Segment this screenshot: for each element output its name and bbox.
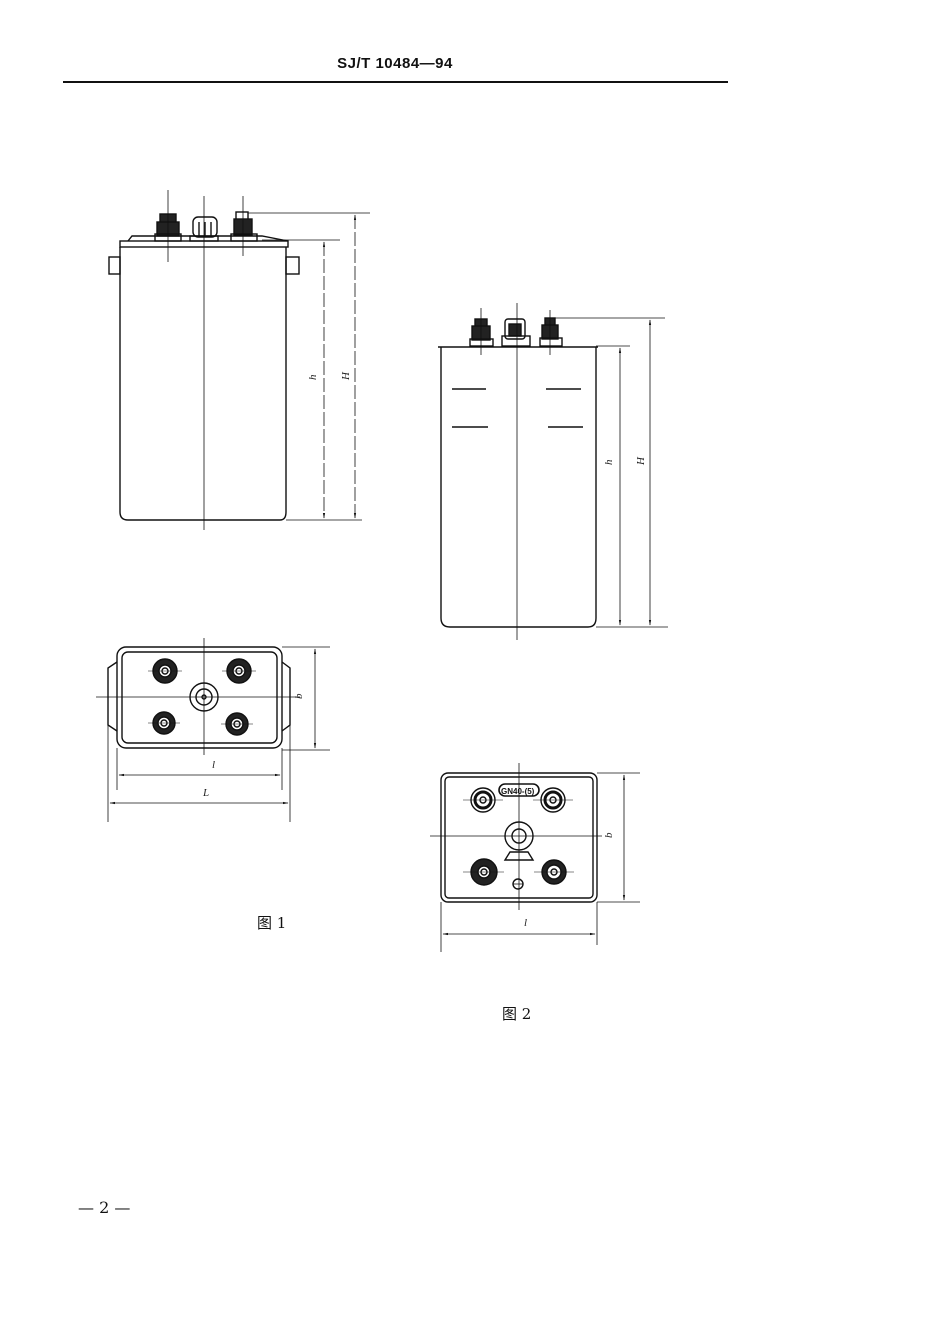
fig2-front-view (438, 303, 668, 640)
dim-L-label: L (202, 787, 209, 799)
terminal-right (539, 317, 563, 347)
dim-h-label: h (307, 374, 319, 380)
terminal-top-right (226, 658, 252, 684)
fig2-top-view (430, 763, 640, 952)
page-number: — 2 — (78, 1198, 131, 1217)
dim-H-label: H (340, 371, 352, 381)
standard-code: SJ/T 10484—94 (337, 55, 453, 72)
vent-cap (501, 318, 531, 347)
figure-2-caption: 图 2 (502, 1005, 532, 1023)
polarity-mark (512, 878, 524, 890)
dim-l-label: l (212, 759, 215, 771)
dim-b-label: b (603, 832, 615, 838)
terminal-left (469, 318, 494, 347)
figure-1-caption: 图 1 (257, 914, 287, 932)
dim-h-label: h (603, 459, 615, 465)
dim-H-label: H (635, 456, 647, 466)
fig1-front-view (108, 190, 370, 530)
terminal-bottom-left (152, 711, 176, 735)
model-marking: GN40-(5) (501, 787, 535, 796)
dim-l-label: l (524, 917, 527, 929)
header-rule (63, 81, 728, 83)
dim-b-label: b (293, 693, 305, 699)
fig1-top-view (96, 638, 330, 822)
